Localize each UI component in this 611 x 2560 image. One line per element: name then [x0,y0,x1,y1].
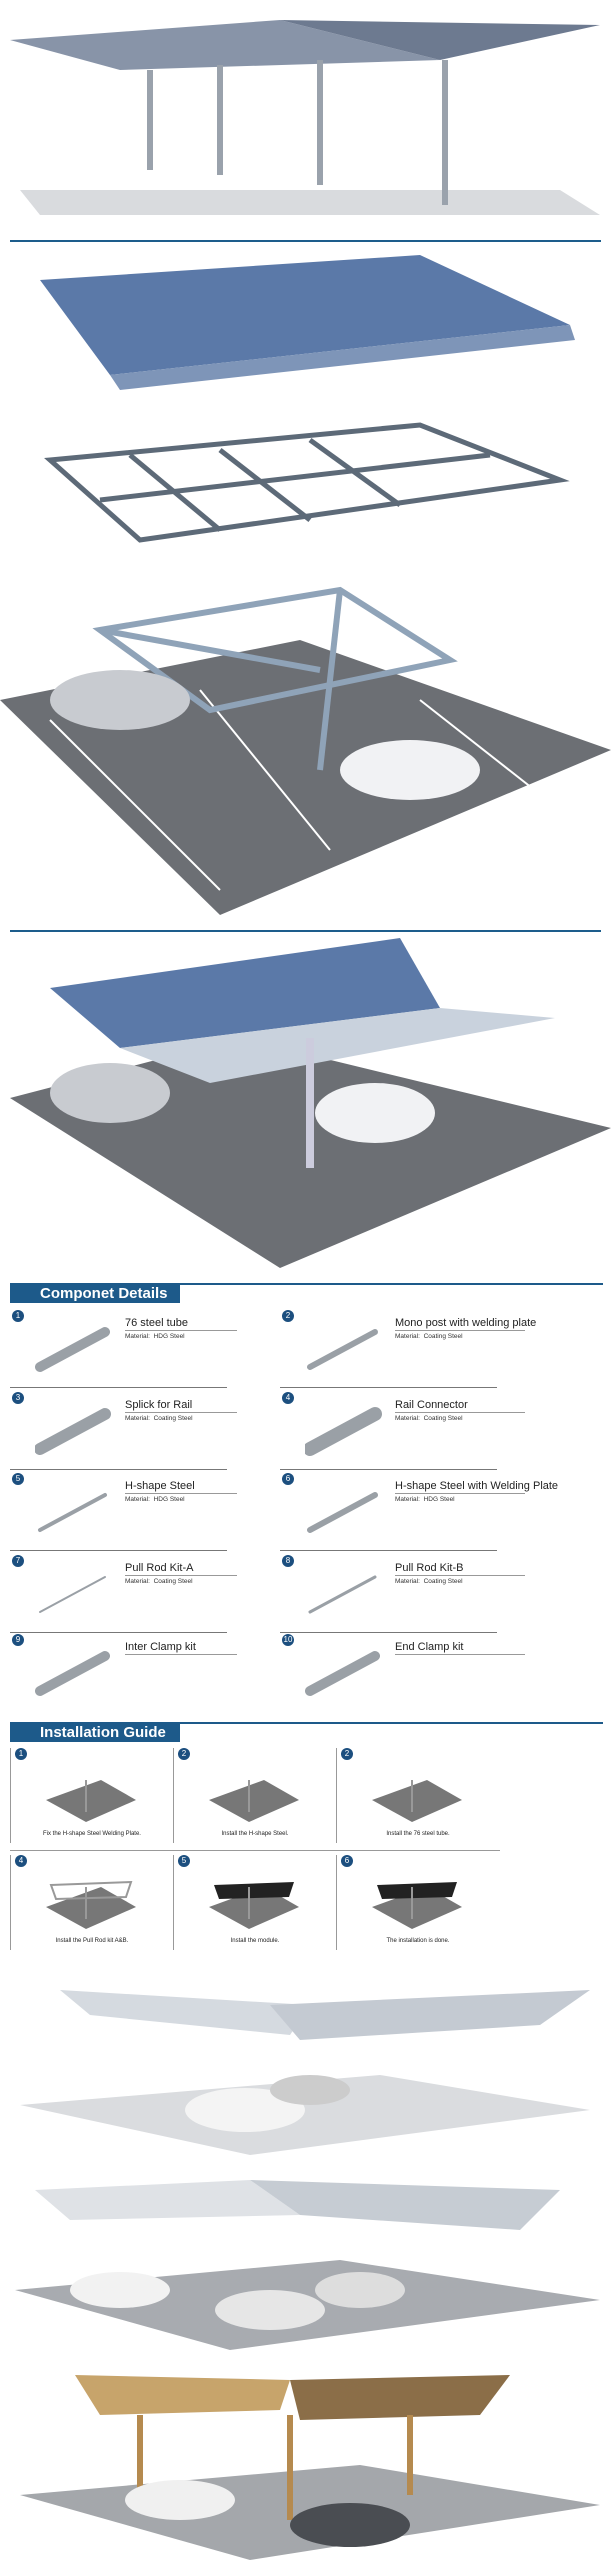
material-value: Coating Steel [153,1415,193,1422]
component-divider [10,1387,227,1388]
component-number: 10 [282,1634,294,1646]
component-image [305,1646,385,1701]
section-divider [10,930,601,932]
step-caption: Install the H-shape Steel. [221,1831,289,1837]
component-material: Material: Coating Steel [395,1578,463,1585]
material-value: HDG Steel [153,1333,185,1340]
component-image [35,1322,115,1377]
material-value: Coating Steel [153,1578,193,1585]
step-number: 2 [178,1748,190,1760]
component-name: 76 steel tube [125,1317,237,1331]
component-divider [10,1632,227,1633]
component-name: Rail Connector [395,1399,525,1413]
material-label: Material: [125,1496,150,1503]
carport-render-top [0,0,611,225]
material-label: Material: [395,1496,420,1503]
component-divider [280,1469,497,1470]
step-caption: The installation is done. [386,1938,450,1944]
component-image [305,1567,385,1622]
component-material: Material: Coating Steel [395,1415,463,1422]
component-name: Pull Rod Kit-B [395,1562,525,1576]
carport-render-white [0,1985,611,2155]
step-image [204,1760,304,1825]
component-divider [10,1469,227,1470]
step-image [367,1760,467,1825]
row-divider [10,1850,500,1851]
section-line [180,1283,603,1285]
installation-guide-header: Installation Guide [10,1722,180,1742]
component-material: Material: HDG Steel [125,1496,185,1503]
install-step: 2 Install the H-shape Steel. [173,1748,336,1843]
component-number: 3 [12,1392,24,1404]
material-label: Material: [125,1415,150,1422]
component-material: Material: Coating Steel [395,1333,463,1340]
install-step: 1 Fix the H-shape Steel Welding Plate. [10,1748,173,1843]
component-image [35,1646,115,1701]
component-name: H-shape Steel [125,1480,237,1494]
material-label: Material: [395,1578,420,1585]
install-step: 5 Install the module. [173,1855,336,1950]
component-name: Splick for Rail [125,1399,237,1413]
component-image [305,1322,385,1377]
component-name: Inter Clamp kit [125,1641,237,1655]
step-number: 2 [341,1748,353,1760]
component-number: 1 [12,1310,24,1322]
component-divider [10,1550,227,1551]
material-label: Material: [125,1333,150,1340]
material-value: HDG Steel [153,1496,185,1503]
install-step: 6 The installation is done. [336,1855,499,1950]
step-image [204,1867,304,1932]
component-number: 6 [282,1473,294,1485]
component-number: 2 [282,1310,294,1322]
component-details-header: Componet Details [10,1283,180,1303]
component-number: 4 [282,1392,294,1404]
component-image [35,1567,115,1622]
component-image [305,1404,385,1459]
exploded-view-render [0,250,611,915]
step-image [41,1760,141,1825]
material-label: Material: [395,1415,420,1422]
material-value: Coating Steel [423,1415,463,1422]
component-name: H-shape Steel with Welding Plate [395,1480,559,1494]
step-number: 1 [15,1748,27,1760]
component-image [305,1485,385,1540]
component-number: 8 [282,1555,294,1567]
step-caption: Install the 76 steel tube. [386,1831,450,1837]
material-value: HDG Steel [423,1496,455,1503]
install-step: 4 Install the Pull Rod kit A&B. [10,1855,173,1950]
section-line [180,1722,603,1724]
component-name: Mono post with welding plate [395,1317,537,1331]
component-number: 5 [12,1473,24,1485]
step-caption: Install the module. [230,1938,280,1944]
step-number: 5 [178,1855,190,1867]
step-image [41,1867,141,1932]
step-caption: Install the Pull Rod kit A&B. [55,1938,129,1944]
section-divider [10,240,601,242]
material-label: Material: [395,1333,420,1340]
component-name: Pull Rod Kit-A [125,1562,237,1576]
component-name: End Clamp kit [395,1641,525,1655]
step-caption: Fix the H-shape Steel Welding Plate. [43,1831,141,1837]
component-divider [280,1550,497,1551]
step-number: 4 [15,1855,27,1867]
material-value: Coating Steel [423,1578,463,1585]
component-divider [280,1387,497,1388]
component-image [35,1485,115,1540]
carport-render-grey [0,2180,611,2350]
component-material: Material: Coating Steel [125,1415,193,1422]
component-divider [280,1632,497,1633]
component-image [35,1404,115,1459]
component-material: Material: HDG Steel [125,1333,185,1340]
carport-render-wood [0,2375,611,2560]
install-step: 2 Install the 76 steel tube. [336,1748,499,1843]
assembled-view-render [0,938,611,1268]
step-number: 6 [341,1855,353,1867]
material-label: Material: [125,1578,150,1585]
component-number: 7 [12,1555,24,1567]
component-material: Material: Coating Steel [125,1578,193,1585]
material-value: Coating Steel [423,1333,463,1340]
component-number: 9 [12,1634,24,1646]
component-material: Material: HDG Steel [395,1496,455,1503]
step-image [367,1867,467,1932]
